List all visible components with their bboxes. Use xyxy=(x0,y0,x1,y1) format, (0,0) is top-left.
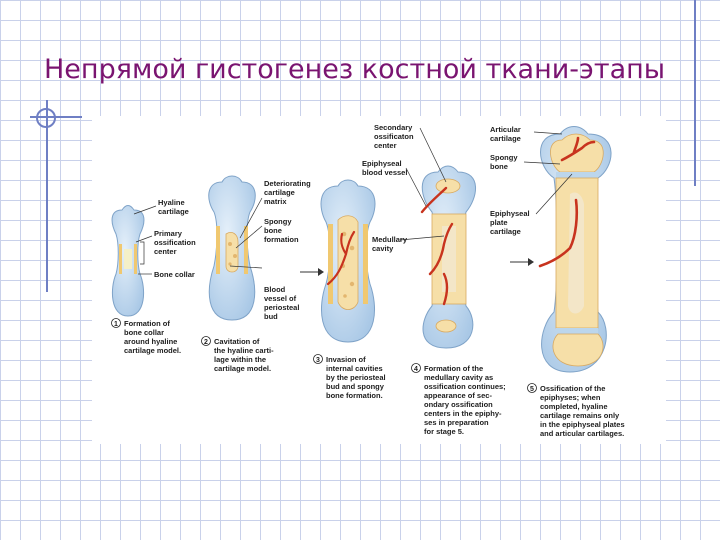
stage4-caption: Formation of the medullary cavity as oss… xyxy=(424,364,508,436)
bone-ossification-figure: Hyaline cartilage Primary ossification c… xyxy=(92,116,666,444)
label-bone-collar: Bone collar xyxy=(154,270,195,279)
stage1-caption: Formation of bone collar around hyaline … xyxy=(124,319,181,355)
stage1-number: 1 xyxy=(111,318,121,328)
label-hyaline-cartilage: Hyaline xyxy=(158,198,185,207)
label-medullary-cavity: Medullary xyxy=(372,235,408,244)
label-secondary-ossification-center: Secondary xyxy=(374,123,413,132)
stage5-labels: Articular cartilage Spongy bone Epiphyse… xyxy=(490,125,532,236)
stage1-labels: Hyaline cartilage Primary ossification c… xyxy=(154,198,198,279)
stage4-number: 4 xyxy=(411,363,421,373)
svg-text:4: 4 xyxy=(414,366,418,373)
decor-line-top xyxy=(30,116,82,118)
label-primary-ossification-center: Primary xyxy=(154,229,183,238)
svg-text:1: 1 xyxy=(114,321,118,328)
stage3-bone xyxy=(320,179,376,343)
stage1-bone xyxy=(111,205,145,317)
svg-text:3: 3 xyxy=(316,357,320,364)
stage2-labels: Deteriorating cartilage matrix Spongy bo… xyxy=(264,179,313,321)
svg-text:2: 2 xyxy=(204,339,208,346)
ossification-diagram: Hyaline cartilage Primary ossification c… xyxy=(111,123,627,438)
decor-circle xyxy=(36,108,56,128)
stage5-number: 5 xyxy=(527,383,537,393)
stage3-number: 3 xyxy=(313,354,323,364)
stage4-bone xyxy=(420,165,477,349)
label-spongy-bone: Spongy xyxy=(490,153,518,162)
stage2-caption: Cavitation of the hyaline carti- lage wi… xyxy=(214,337,276,373)
label-epiphyseal-blood-vessel: Epiphyseal xyxy=(362,159,402,168)
stage2-bone xyxy=(208,175,256,321)
slide-title: Непрямой гистогенез костной ткани-этапы xyxy=(44,54,666,85)
stage4-labels: Secondary ossificaton center Epiphyseal … xyxy=(362,123,416,253)
label-epiphyseal-plate-cartilage: Epiphyseal xyxy=(490,209,530,218)
decor-line-left xyxy=(46,100,48,292)
arrow-stage2-to-3 xyxy=(300,268,324,276)
decor-line-right xyxy=(694,0,696,186)
arrow-stage4-to-5 xyxy=(510,258,534,266)
stage3-caption: Invasion of internal cavities by the per… xyxy=(326,355,388,400)
stage5-bone xyxy=(538,126,612,373)
label-deteriorating-cartilage-matrix: Deteriorating xyxy=(264,179,311,188)
stage5-caption: Ossification of the epiphyses; when comp… xyxy=(540,384,627,438)
label-spongy-bone-formation: Spongy xyxy=(264,217,292,226)
label-blood-vessel-periosteal-bud: Blood xyxy=(264,285,286,294)
label-articular-cartilage: Articular xyxy=(490,125,521,134)
svg-text:5: 5 xyxy=(530,386,534,393)
stage2-number: 2 xyxy=(201,336,211,346)
